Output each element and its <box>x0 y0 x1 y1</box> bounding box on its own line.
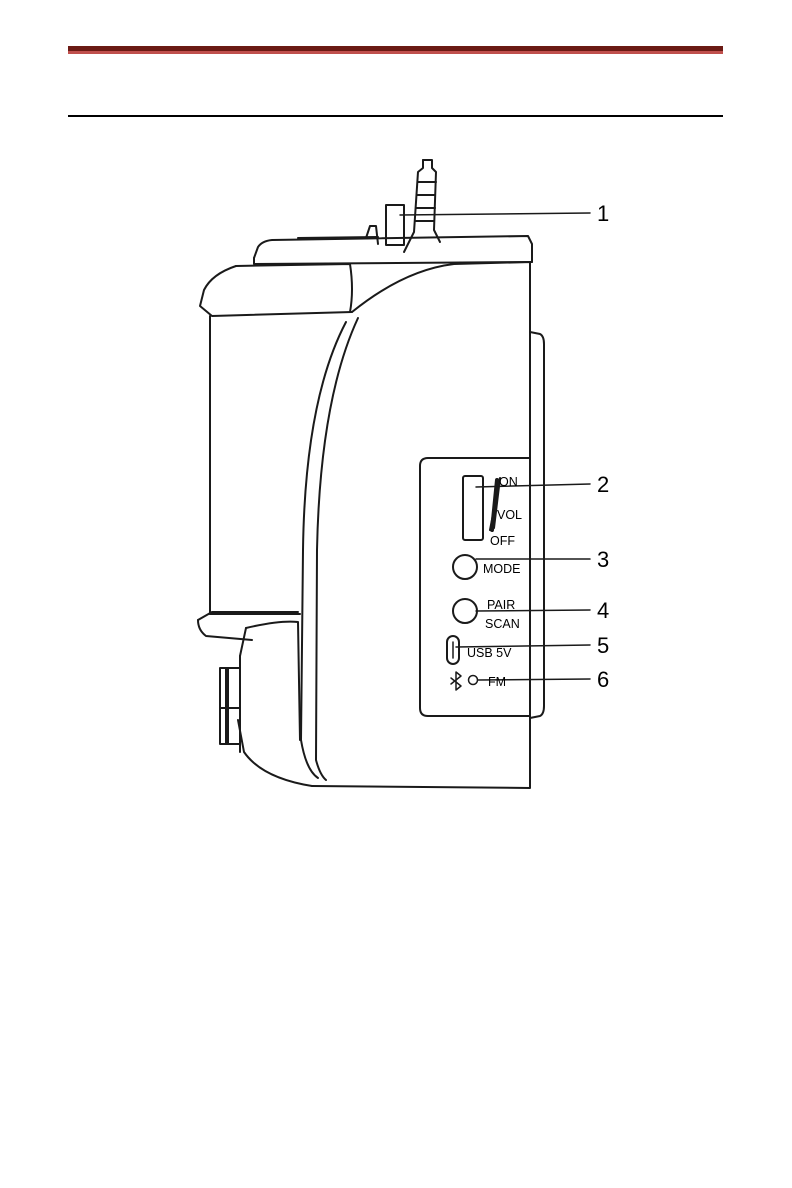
callout-4: 4 <box>597 598 609 623</box>
volume-knob[interactable] <box>463 476 500 540</box>
side-edge <box>530 332 544 718</box>
label-vol: VOL <box>497 508 522 522</box>
front-body <box>238 262 530 788</box>
indicator-led <box>469 676 478 685</box>
label-off: OFF <box>490 534 515 548</box>
mode-button[interactable] <box>453 555 477 579</box>
callout-6: 6 <box>597 667 609 692</box>
label-usb: USB 5V <box>467 646 512 660</box>
callout-2: 2 <box>597 472 609 497</box>
label-pair: PAIR <box>487 598 515 612</box>
control-panel <box>420 458 530 716</box>
label-fm: FM <box>488 675 506 689</box>
rear-body <box>198 264 352 640</box>
callout-1: 1 <box>597 201 609 226</box>
label-on: ON <box>499 475 518 489</box>
bottom-foot <box>220 622 300 752</box>
label-scan: SCAN <box>485 617 520 631</box>
label-mode: MODE <box>483 562 521 576</box>
pair-scan-button[interactable] <box>453 599 477 623</box>
top-cover <box>254 236 532 264</box>
callout-5: 5 <box>597 633 609 658</box>
callout-3: 3 <box>597 547 609 572</box>
bluetooth-icon <box>451 672 461 690</box>
